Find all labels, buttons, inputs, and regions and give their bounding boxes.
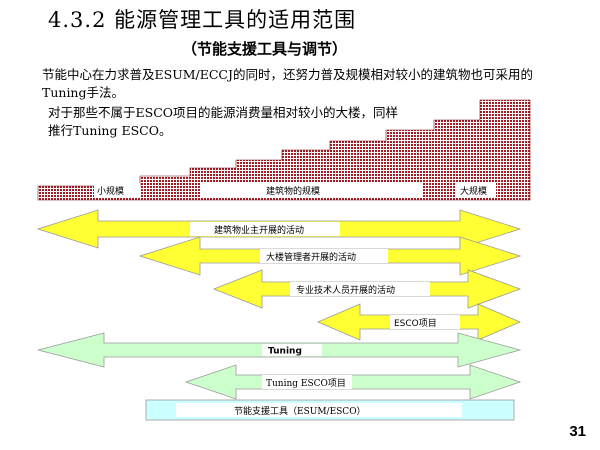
page-number: 31 xyxy=(569,423,586,440)
support-tools-label-box xyxy=(176,403,462,417)
owner-activity-label-box xyxy=(190,222,340,236)
building-scale-staircase xyxy=(37,99,531,201)
slide-subtitle: （节能支援工具与调节） xyxy=(182,40,348,58)
esco-project-label: ESCO项目 xyxy=(394,318,437,329)
tuning-esco-label: Tuning ESCO项目 xyxy=(266,378,346,389)
small-scale-label: 小规模 xyxy=(97,186,124,197)
esco-project-label-box xyxy=(390,315,460,329)
technician-activity-label: 专业技术人员开展的活动 xyxy=(296,284,395,296)
slide-title: 4.3.2 能源管理工具的适用范围 xyxy=(48,8,357,32)
owner-activity-label: 建筑物业主开展的活动 xyxy=(214,224,304,236)
tuning-label-box xyxy=(262,344,322,356)
manager-activity-label: 大楼管理者开展的活动 xyxy=(266,251,356,263)
technician-activity-label-box xyxy=(290,282,430,296)
large-scale-label: 大规模 xyxy=(460,185,487,197)
large-scale-label-box xyxy=(456,183,496,197)
intro-paragraph: 节能中心在力求普及ESUM/ECCJ的同时，还努力普及规模相对较小的建筑物也可采… xyxy=(42,67,533,100)
tuning-esco-arrow xyxy=(184,364,522,400)
small-scale-label-box xyxy=(94,183,140,197)
tuning-esco-label-box xyxy=(262,375,352,389)
support-tools-label: 节能支援工具（ESUM/ESCO） xyxy=(234,405,366,417)
middle-scale-label-box xyxy=(200,183,422,197)
middle-scale-label: 建筑物的规模 xyxy=(266,185,320,197)
tuning-label: Tuning xyxy=(268,347,302,357)
manager-activity-label-box xyxy=(260,249,388,263)
esco-note: 对于那些不属于ESCO项目的能源消费量相对较小的大楼，同样推行Tuning ES… xyxy=(48,105,399,138)
